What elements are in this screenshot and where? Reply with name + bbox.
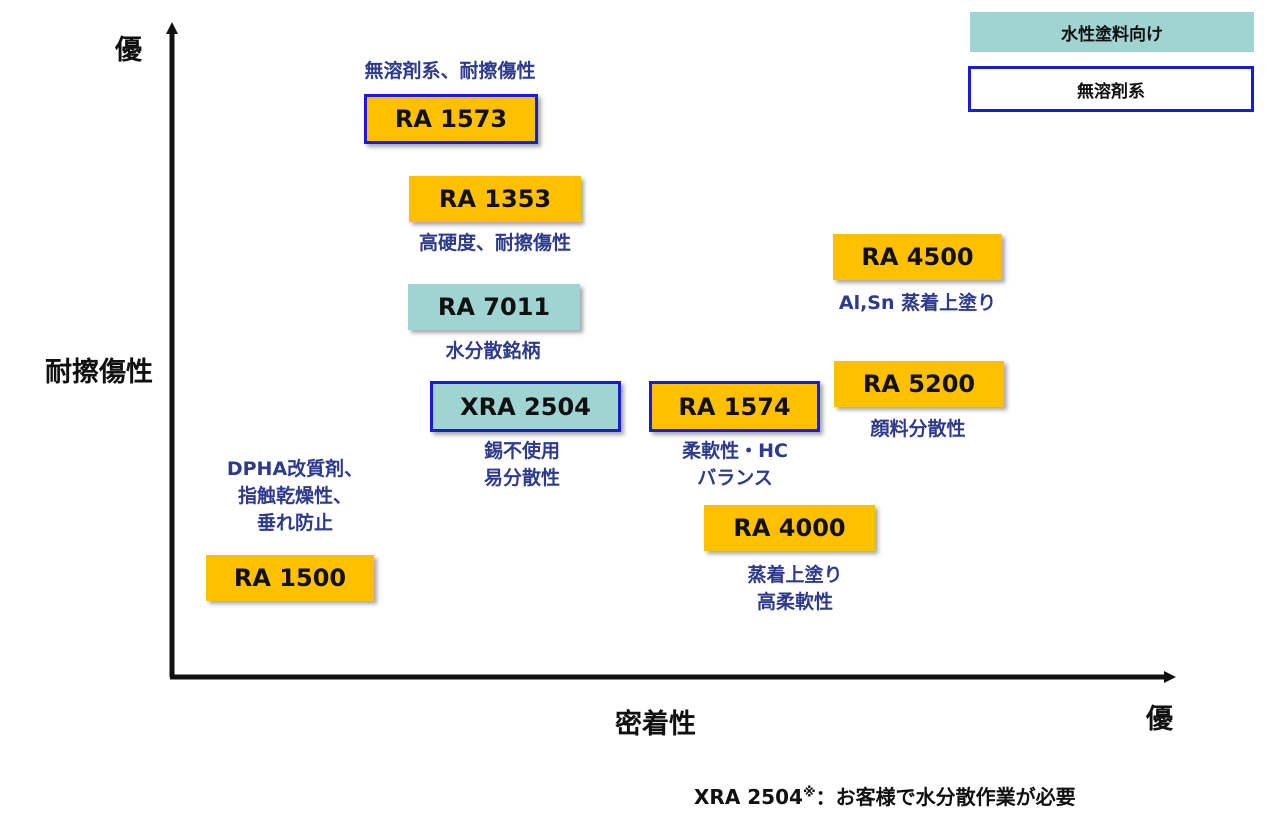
footnote-mark: ※	[802, 785, 816, 801]
product-description: 錫不使用 易分散性	[483, 440, 560, 489]
product-box-ra4500: RA 4500	[833, 234, 1002, 280]
product-box-xra2504: XRA 2504	[430, 381, 621, 432]
legend-water-based: 水性塗料向け	[970, 12, 1254, 52]
product-description: 顔料分散性	[870, 418, 966, 440]
product-description: 蒸着上塗り 高柔軟性	[747, 564, 843, 613]
product-box-ra4000: RA 4000	[704, 505, 875, 551]
product-description: 無溶剤系、耐擦傷性	[364, 60, 536, 82]
product-box-ra1574: RA 1574	[649, 381, 820, 432]
product-box-ra1500: RA 1500	[206, 555, 374, 601]
product-box-ra1353: RA 1353	[409, 176, 581, 222]
product-box-ra7011: RA 7011	[408, 284, 580, 330]
product-box-ra5200: RA 5200	[834, 361, 1004, 407]
legend-solvent-free: 無溶剤系	[968, 66, 1254, 112]
y-axis-label: 耐擦傷性	[45, 357, 153, 388]
footnote-text: ：お客様で水分散作業が必要	[815, 785, 1076, 809]
product-description: 高硬度、耐擦傷性	[418, 232, 571, 254]
product-description: DPHA改質剤、 指触乾燥性、 垂れ防止	[226, 458, 364, 534]
product-description: 水分散銘柄	[445, 340, 541, 362]
x-axis-high-label: 優	[1146, 704, 1173, 735]
footnote-product: XRA 2504	[694, 785, 803, 809]
y-axis-high-label: 優	[115, 35, 142, 66]
x-axis-label: 密着性	[615, 709, 696, 740]
product-description: Al,Sn 蒸着上塗り	[838, 292, 997, 314]
product-box-ra1573: RA 1573	[364, 94, 538, 144]
product-description: 柔軟性・HC バランス	[682, 440, 788, 489]
footnote: XRA 2504※：お客様で水分散作業が必要	[694, 781, 1076, 810]
